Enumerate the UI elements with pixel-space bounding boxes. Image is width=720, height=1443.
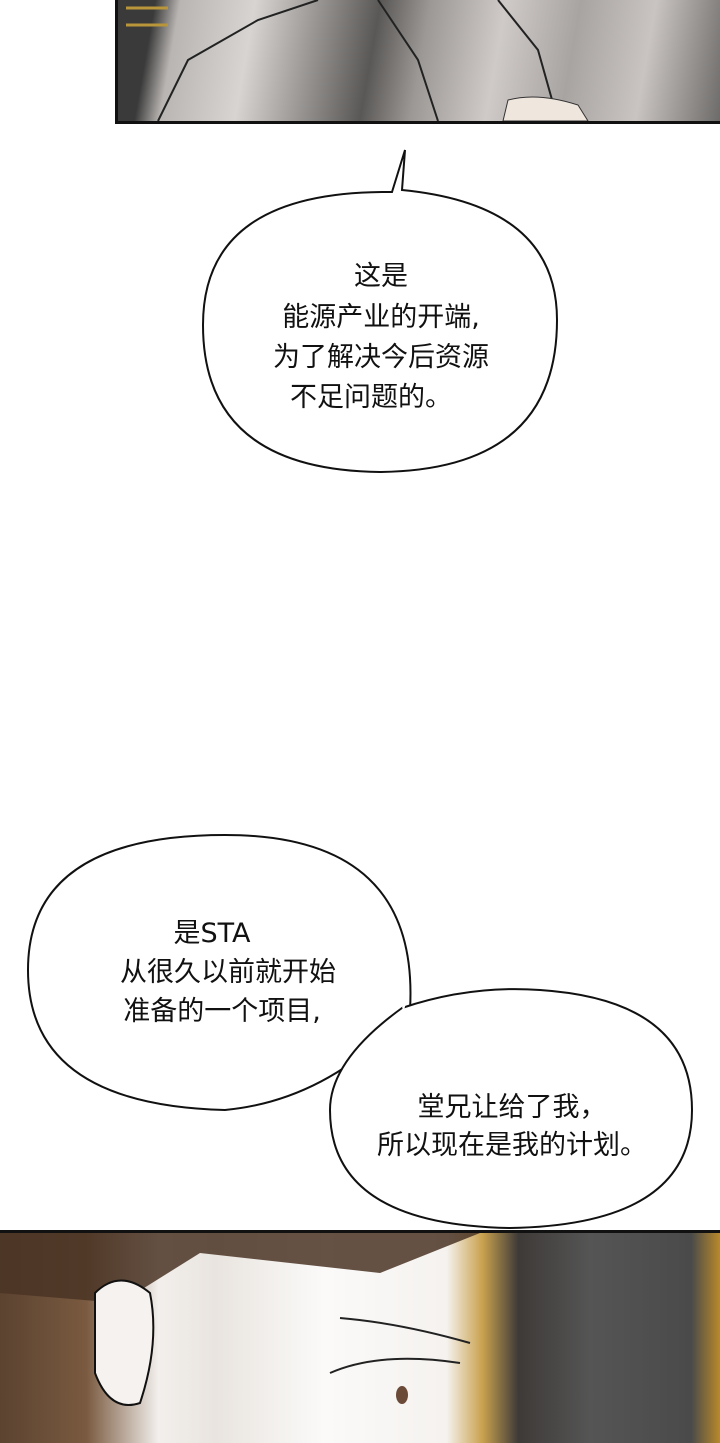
bubble-1-text-line: 不足问题的。 [290, 382, 452, 413]
bubble-1-text-line: 这是 [354, 261, 408, 292]
speech-bubble-2 [26, 833, 412, 1112]
suit-illustration [126, 0, 589, 121]
bubble-1-text-line: 能源产业的开端, [282, 302, 480, 333]
speech-bubble-1 [201, 149, 559, 474]
bubble-3-text-line: 堂兄让给了我， [417, 1092, 607, 1123]
speech-bubble-3 [328, 988, 694, 1230]
comic-panel-top-suit [115, 0, 720, 124]
bubble-2-text-line: 从很久以前就开始 [120, 957, 336, 988]
face-illustration [0, 1233, 720, 1406]
bubble-3-text-line: 所以现在是我的计划。 [377, 1130, 647, 1161]
bubble-2-text-line: 准备的一个项目, [123, 996, 321, 1027]
bubble-2-text-line: 是STA [173, 918, 251, 949]
comic-panel-bottom-face [0, 1230, 720, 1443]
bubble-1-text-line: 为了解决今后资源 [273, 342, 489, 373]
